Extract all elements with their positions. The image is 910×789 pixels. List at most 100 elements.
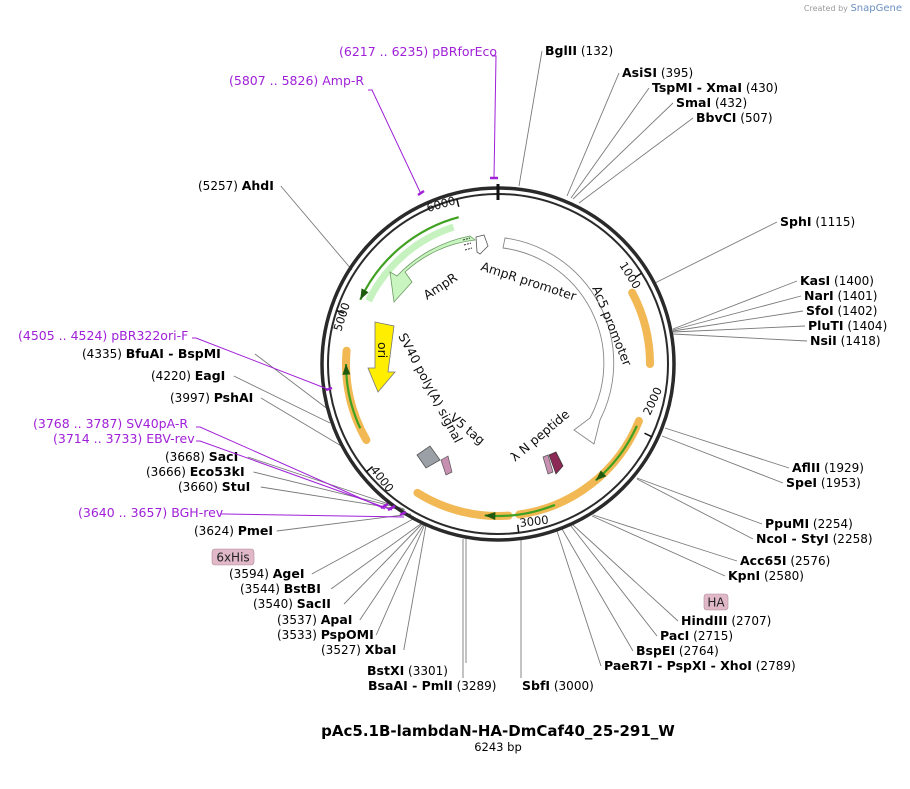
site-position: (2576)	[787, 554, 831, 568]
site-position: (132)	[577, 44, 613, 58]
site-leader	[566, 72, 620, 197]
site-position: (1929)	[820, 461, 864, 475]
site-position: (1400)	[830, 274, 874, 288]
primer-label: (3768 .. 3787) SV40pA-R	[33, 416, 188, 431]
enzyme-name: BbvCI	[696, 110, 736, 125]
site-label: BglII (132)	[545, 43, 613, 58]
site-dash: -	[653, 658, 667, 673]
site-leader	[672, 280, 798, 330]
site-leader	[672, 295, 802, 331]
orf-arrowhead	[342, 364, 351, 375]
orf-arrowhead	[360, 288, 369, 300]
enzyme-name: PspOMI	[321, 627, 374, 642]
enzyme-name: PspXI	[667, 658, 707, 673]
credit-brand: SnapGene	[850, 3, 902, 14]
enzyme-name: SacII	[297, 596, 331, 611]
site-label: SbfI (3000)	[522, 678, 594, 693]
site-asisi: AsiSI (395)	[622, 65, 693, 80]
site-spei: SpeI (1953)	[786, 475, 861, 490]
site-paci: PacI (2715)	[660, 628, 733, 643]
leader-lines	[233, 50, 808, 678]
primer-pbr322ori-f: (4505 .. 4524) pBR322ori-F	[18, 328, 333, 392]
site-label: (3537) ApaI	[277, 612, 352, 627]
site-position: (507)	[736, 111, 772, 125]
enzyme-name: SpeI	[786, 475, 817, 490]
enzyme-name: BstBI	[284, 581, 321, 596]
enzyme-name: PmlI	[422, 678, 453, 693]
site-label: BspEI (2764)	[636, 643, 719, 658]
ampr-promoter-arrow	[475, 234, 489, 255]
site-bbvci: BbvCI (507)	[696, 110, 773, 125]
primer-range: (5807 .. 5826)	[229, 73, 322, 88]
site-leader	[664, 427, 790, 469]
enzyme-name: KpnI	[728, 568, 760, 583]
enzyme-name: XbaI	[365, 642, 397, 657]
site-position: (1953)	[817, 476, 861, 490]
site-pluti: PluTI (1404)	[808, 318, 887, 333]
site-label: SfoI (1402)	[806, 303, 877, 318]
site-dash: -	[164, 346, 178, 361]
site-label: PaeR7I - PspXI - XhoI (2789)	[604, 658, 796, 673]
primer-leader	[196, 440, 393, 511]
enzyme-name: SphI	[780, 214, 812, 229]
site-leader	[343, 522, 424, 605]
primer-marker	[387, 504, 396, 512]
site-leader	[375, 523, 426, 636]
primer-sv40pa-r: (3768 .. 3787) SV40pA-R	[33, 416, 389, 510]
site-position: (3301)	[404, 664, 448, 678]
site-agei: (3594) AgeI	[229, 566, 304, 581]
enzyme-name: BsaAI	[368, 678, 408, 693]
site-bsaai-pmli: BsaAI - PmlI (3289)	[368, 678, 496, 693]
primer-marker	[417, 189, 425, 197]
site-nsii: NsiI (1418)	[810, 333, 881, 348]
site-dash: -	[692, 80, 706, 95]
site-acc65i: Acc65I (2576)	[740, 553, 830, 568]
enzyme-name: PshAI	[214, 390, 254, 405]
enzyme-name: EagI	[195, 368, 226, 383]
site-pspomi: (3533) PspOMI	[277, 627, 374, 642]
site-apai: (3537) ApaI	[277, 612, 352, 627]
site-label: NcoI - StyI (2258)	[756, 531, 873, 546]
enzyme-name: Eco53kI	[190, 464, 245, 479]
primer-leader	[192, 337, 331, 391]
site-label: (3624) PmeI	[194, 523, 273, 538]
site-smai: SmaI (432)	[676, 95, 747, 110]
site-position: (3544)	[240, 582, 284, 596]
site-label: TspMI - XmaI (430)	[652, 80, 778, 95]
site-leader	[672, 333, 808, 342]
enzyme-name: AflII	[792, 460, 820, 475]
site-pmei: (3624) PmeI	[194, 523, 273, 538]
site-xbai: (3527) XbaI	[321, 642, 396, 657]
tick-label: 5000	[331, 301, 353, 333]
site-leader	[654, 221, 778, 284]
site-label: Acc65I (2576)	[740, 553, 830, 568]
tick-mark	[336, 309, 345, 314]
site-leader	[592, 514, 738, 562]
enzyme-name: NcoI	[756, 531, 787, 546]
site-label: PpuMI (2254)	[765, 516, 853, 531]
site-label: (3540) SacII	[253, 596, 331, 611]
site-leader	[661, 435, 784, 484]
site-label: NsiI (1418)	[810, 333, 881, 348]
enzyme-name: PacI	[660, 628, 689, 643]
site-aflii: AflII (1929)	[792, 460, 864, 475]
enzyme-name: ApaI	[321, 612, 353, 627]
site-label: KpnI (2580)	[728, 568, 804, 583]
site-position: (2258)	[829, 532, 873, 546]
site-position: (2254)	[809, 517, 853, 531]
site-saci: (3668) SacI	[165, 449, 238, 464]
enzyme-name: BglII	[545, 43, 577, 58]
site-leader	[572, 102, 674, 200]
site-leader	[591, 515, 726, 577]
site-ncoi-styi: NcoI - StyI (2258)	[756, 531, 873, 546]
site-position: (432)	[711, 96, 747, 110]
site-sacii: (3540) SacII	[253, 596, 331, 611]
orf-arc	[628, 288, 654, 368]
enzyme-name: KasI	[800, 273, 830, 288]
tag-6xhis: 6xHis	[211, 548, 255, 566]
site-paer7i-pspxi-xhoi: PaeR7I - PspXI - XhoI (2789)	[604, 658, 796, 673]
site-position: (3660)	[178, 480, 222, 494]
site-position: (1115)	[812, 215, 856, 229]
plasmid-name: pAc5.1B-lambdaN-HA-DmCaf40_25-291_W	[321, 722, 675, 740]
primer-leader	[368, 89, 422, 195]
